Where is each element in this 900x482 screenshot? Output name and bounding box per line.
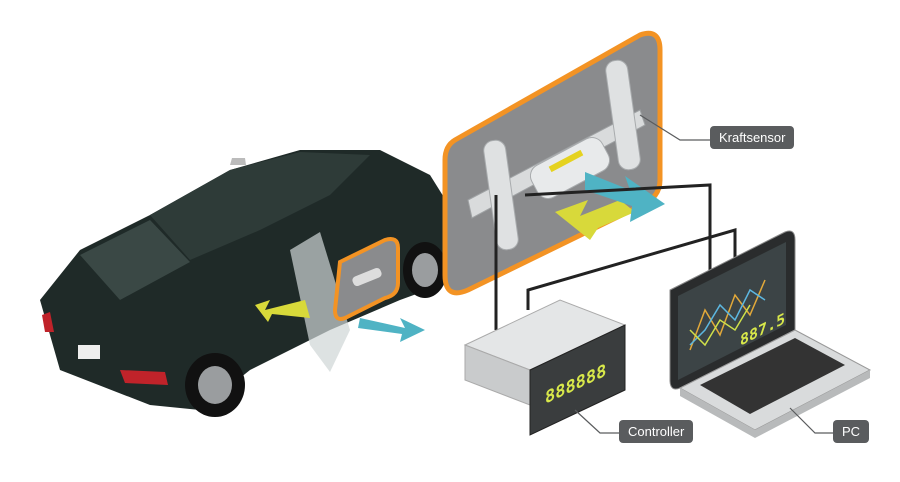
sensor-panel (442, 30, 663, 296)
label-pc: PC (833, 420, 870, 443)
pull-arrow (585, 172, 665, 222)
push-arrow-small (255, 300, 310, 322)
label-controller: Controller (619, 420, 694, 443)
controller-device: 888888 (463, 299, 627, 436)
push-arrow (555, 200, 635, 240)
label-kraftsensor: Kraftsensor (710, 126, 795, 149)
cables (494, 183, 737, 330)
car (40, 150, 455, 417)
pull-arrow-small (358, 318, 425, 342)
laptop-pc: 887.5 (669, 230, 872, 438)
door-sensor-panel (332, 237, 400, 321)
